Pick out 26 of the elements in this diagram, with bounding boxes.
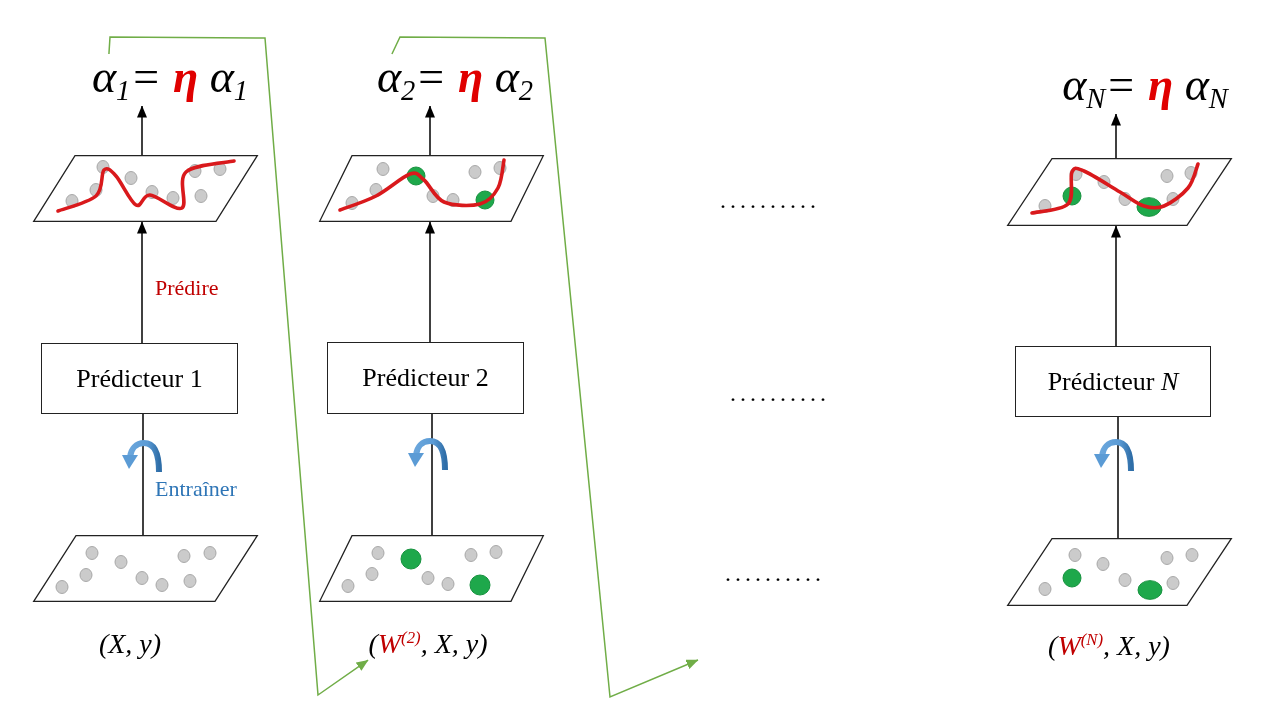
formula: α$_{1}$= η α$_{1}$ (91, 54, 249, 106)
plot-plane (319, 155, 544, 222)
dataset-caption: (X, y) (98, 628, 162, 661)
arrow (108, 36, 369, 697)
ellipsis: .......... (720, 187, 820, 215)
formula: α$_{N}$= η α$_{N}$ (1062, 62, 1228, 114)
ellipsis: .......... (725, 560, 825, 588)
dataset-caption: (W$^{(N)}$, X, y) (1048, 630, 1170, 663)
ellipsis: .......... (730, 380, 830, 408)
connector-line (142, 413, 144, 536)
arrow (425, 221, 435, 343)
connector-line (431, 413, 433, 536)
arrow (425, 105, 435, 156)
arrow (137, 221, 147, 344)
arrow (1111, 225, 1121, 347)
connector-line (1117, 416, 1119, 539)
dataset-caption: (W$^{(2)}$, X, y) (368, 628, 488, 661)
process-box: Prédicteur 2 (327, 342, 524, 414)
process-box: Prédicteur N (1015, 346, 1211, 417)
arrow (391, 36, 699, 699)
arrow (1111, 113, 1121, 159)
plot-plane (1007, 158, 1232, 226)
formula: α$_{2}$= η α$_{2}$ (376, 54, 534, 106)
plot-plane (33, 155, 258, 222)
process-box: Prédicteur 1 (41, 343, 238, 414)
arrow (137, 105, 147, 156)
